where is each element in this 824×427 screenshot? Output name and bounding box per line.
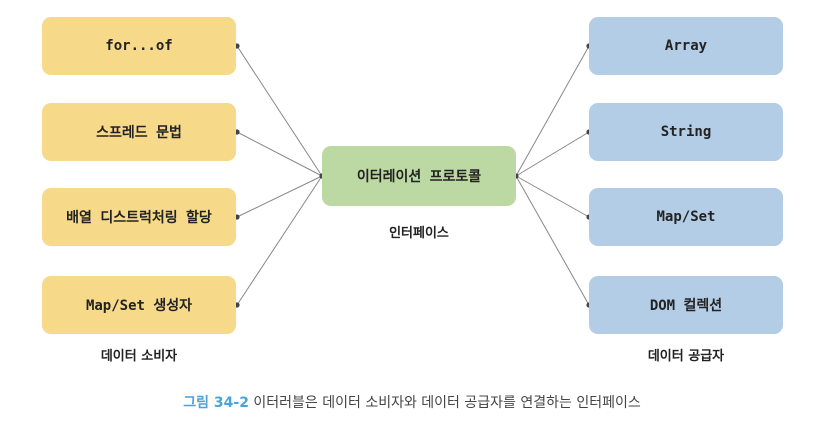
provider-label: Map/Set [656,209,716,225]
consumer-map-set-constructor: Map/Set 생성자 [42,276,236,334]
consumers-group-label: 데이터 소비자 [100,349,178,364]
consumer-spread-syntax: 스프레드 문법 [42,103,236,161]
provider-label: String [660,124,712,140]
caption-text: 이터러블은 데이터 소비자와 데이터 공급자를 연결하는 인터페이스 [248,395,641,411]
consumer-for-of: for...of [42,17,236,75]
connector-provider-2 [515,131,590,177]
connector-consumer-3 [236,175,323,218]
connector-consumer-2 [236,131,323,177]
connector-provider-3 [515,175,590,218]
consumer-label: 배열 디스트럭처링 할당 [66,210,212,226]
provider-label: DOM 컬렉션 [649,298,723,314]
provider-label: Array [664,38,708,54]
provider-string: String [589,103,783,161]
connector-consumer-1 [236,45,323,177]
providers-group-label: 데이터 공급자 [647,349,725,364]
figure-number: 그림 34-2 [183,395,249,411]
iteration-protocol-box: 이터레이션 프로토콜 [322,146,516,206]
figure-caption: 그림 34-2 이터러블은 데이터 소비자와 데이터 공급자를 연결하는 인터페… [0,392,824,412]
center-label: 이터레이션 프로토콜 [356,169,482,185]
consumer-label: 스프레드 문법 [96,125,182,141]
connector-provider-4 [515,175,590,306]
consumer-array-destructuring: 배열 디스트럭처링 할당 [42,188,236,246]
provider-array: Array [589,17,783,75]
connector-provider-1 [515,45,590,177]
interface-label: 인터페이스 [389,226,449,241]
consumer-label: Map/Set 생성자 [85,298,193,314]
consumer-label: for...of [105,38,173,54]
provider-dom-collection: DOM 컬렉션 [589,276,783,334]
provider-map-set: Map/Set [589,188,783,246]
connector-consumer-4 [236,175,323,306]
